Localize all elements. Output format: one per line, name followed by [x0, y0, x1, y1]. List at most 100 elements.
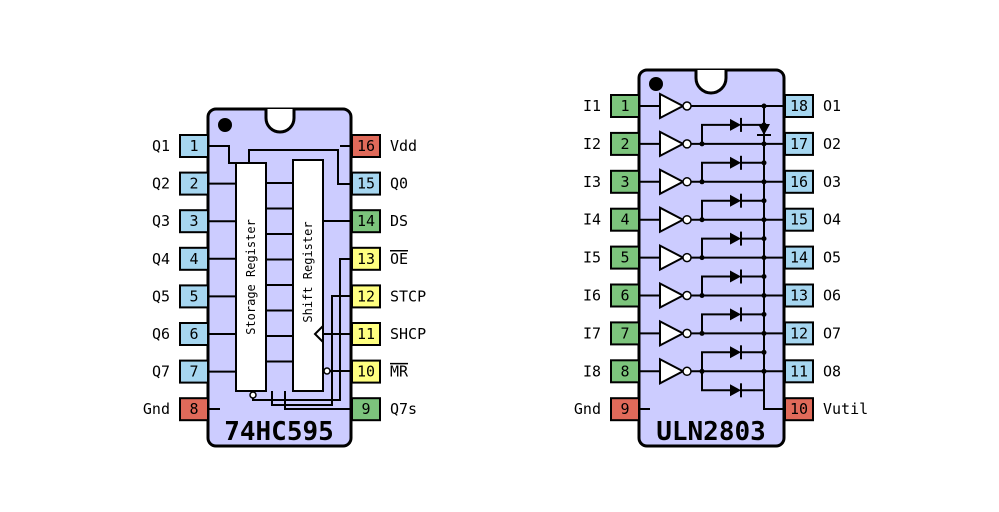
- c1-right-pin-label: STCP: [390, 287, 426, 305]
- c2-left-pin-8: 8 I8: [583, 359, 640, 384]
- inverter-icon: [659, 319, 686, 348]
- c2-right-pin-number: 16: [790, 173, 808, 191]
- c2-left-pin-label: I3: [583, 173, 601, 191]
- inverter-bubble: [682, 177, 692, 187]
- c2-right-pin-label: O5: [823, 249, 841, 267]
- c2-left-pin-1: 1I1: [583, 94, 640, 118]
- c2-left-pin-number: 8: [620, 362, 629, 380]
- c1-right-pin-14: 14 DS: [351, 209, 408, 234]
- c1-right-pin-number: 14: [357, 212, 375, 230]
- chip-uln2803-internal-wires: [639, 92, 785, 410]
- c1-right-pin-box: [351, 209, 381, 234]
- junction-dot: [761, 198, 767, 204]
- junction-dot: [761, 217, 767, 223]
- c2-left-pin-number: 7: [620, 324, 629, 342]
- c2-right-pin-number: 17: [790, 135, 808, 153]
- junction-dot: [761, 179, 767, 185]
- junction-dot: [761, 141, 767, 147]
- inverter-bubble: [682, 328, 692, 339]
- q1-wire: [208, 145, 236, 164]
- inverter-icon: [659, 130, 686, 158]
- c1-right-pin-number: 15: [357, 175, 375, 193]
- diode-icon: [730, 118, 741, 131]
- chip-74hc595-name: 74HC595: [224, 417, 334, 447]
- c2-right-pin-box: [784, 94, 814, 118]
- darlington-channel: [639, 345, 785, 385]
- c1-right-pin-label: DS: [390, 212, 408, 230]
- c2-right-pin-label: O4: [823, 211, 841, 229]
- diode-branch-wire: [701, 161, 730, 182]
- common-diode-rail: [763, 106, 785, 410]
- c2-right-pin-number: 13: [790, 287, 808, 305]
- c2-left-pin-6: 6I6: [583, 283, 640, 308]
- c1-right-pin-label: OE: [390, 250, 408, 268]
- shift-register-box: [292, 159, 324, 392]
- junction-dot: [761, 349, 767, 355]
- c1-right-pin-box: [351, 284, 381, 309]
- junction-dot: [761, 236, 767, 242]
- c2-left-pin-5: 5 I5: [583, 245, 640, 270]
- oe-invert-bubble: [249, 391, 257, 399]
- diode-icon: [730, 156, 741, 169]
- darlington-channel: [639, 231, 785, 272]
- c1-right-pin-box: [351, 171, 381, 196]
- c1-left-pin-1: 1 Q1: [152, 134, 209, 158]
- inverter-icon: [659, 92, 686, 120]
- inverter-bubble: [682, 290, 692, 301]
- c2-right-pin-box: [784, 245, 814, 270]
- c1-left-pin-label: Q2: [152, 175, 170, 193]
- diode-branch-wire: [701, 351, 730, 372]
- junction-dot: [761, 103, 767, 109]
- inverter-icon: [659, 168, 686, 196]
- c2-right-pin-label: O3: [823, 173, 841, 191]
- c1-left-pin-2: 2 Q2: [152, 171, 209, 196]
- diode-icon: [730, 346, 741, 359]
- inverter-bubble: [682, 139, 692, 149]
- c1-right-pin-box: [351, 134, 381, 158]
- chip-uln2803-pin1-dot: [649, 77, 663, 91]
- c2-right-pin-label: O7: [823, 324, 841, 342]
- c1-left-pin-number: 4: [189, 250, 198, 268]
- c2-left-pin-label: I1: [583, 97, 601, 115]
- c1-left-pin-number: 2: [189, 175, 198, 193]
- c1-left-pin-label: Q1: [152, 137, 170, 155]
- c1-right-pin-number: 12: [357, 287, 375, 305]
- inverter-icon: [659, 357, 686, 385]
- inverter-icon: [659, 206, 686, 234]
- c1-right-pin-label: SHCP: [390, 325, 426, 343]
- diode-icon: [730, 194, 741, 207]
- c1-right-pin-box: [351, 359, 381, 384]
- c1-left-pin-number: 1: [189, 137, 198, 155]
- c1-right-pin-number: 9: [361, 400, 370, 418]
- c2-left-pin-number: 6: [620, 287, 629, 305]
- c2-left-pin-box: [610, 94, 640, 118]
- c2-left-pin-number: 4: [620, 211, 629, 229]
- c1-left-pin-number: 6: [189, 325, 198, 343]
- c1-left-pin-label: Q3: [152, 212, 170, 230]
- darlington-channel: [639, 117, 785, 158]
- c2-right-pin-number: 11: [790, 362, 808, 380]
- diode-branch-wire: [701, 199, 730, 220]
- c2-left-pin-number: 5: [620, 249, 629, 267]
- q0-wire: [248, 149, 351, 185]
- c2-right-pin-box: [784, 397, 814, 422]
- c2-left-pin-label: I5: [583, 249, 601, 267]
- c1-left-pin-label: Q4: [152, 250, 170, 268]
- diode-icon: [730, 384, 741, 397]
- chip-74hc595-pin1-dot: [218, 118, 232, 132]
- c2-left-pin-box: [610, 359, 640, 384]
- c2-left-pin-label: I8: [583, 362, 601, 380]
- c2-right-pin-box: [784, 359, 814, 384]
- diode-branch-wire: [701, 371, 730, 392]
- c1-left-pin-7: 7Q7: [152, 359, 209, 384]
